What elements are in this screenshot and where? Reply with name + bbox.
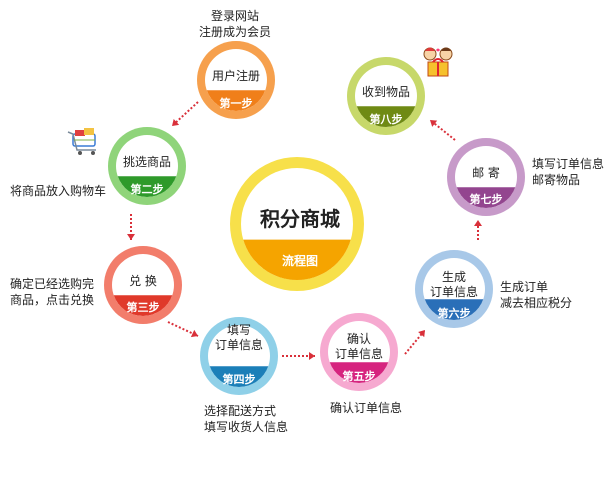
step-3-badge-shape	[113, 295, 173, 316]
step-6-note-line1: 生成订单	[500, 280, 549, 294]
step-3-node	[104, 246, 182, 324]
step-4-name-line2: 订单信息	[214, 338, 263, 352]
step-7-node	[447, 138, 525, 216]
step-2-note: 将商品放入购物车	[10, 184, 107, 198]
step-8-node	[347, 57, 425, 135]
step-6-badge-shape	[424, 299, 484, 320]
arrow-2-to-3	[127, 214, 135, 240]
gift-couple-icon	[423, 47, 453, 77]
step-8-badge: 第八步	[369, 113, 403, 126]
arrow-3-to-4	[167, 321, 199, 338]
hub-subtitle: 流程图	[281, 254, 318, 268]
step-7-name: 邮 寄	[472, 166, 500, 180]
step-7-badge-shape	[456, 187, 516, 209]
step-2-name: 挑选商品	[122, 155, 171, 169]
step-4-note-line2: 填写收货人信息	[204, 420, 289, 434]
step-6-name-line1: 生成	[441, 270, 466, 284]
step-5-badge: 第五步	[342, 370, 376, 383]
step-8-badge-shape	[356, 106, 416, 127]
step-1-note-line2: 注册成为会员	[198, 25, 271, 39]
arrow-7-to-8	[429, 119, 456, 141]
step-5-note: 确认订单信息	[330, 401, 403, 415]
step-4-node	[200, 317, 278, 395]
step-1-node	[197, 41, 275, 119]
step-7-badge: 第七步	[469, 193, 503, 206]
step-1-note-line1: 登录网站	[210, 9, 259, 23]
step-6-name-line2: 订单信息	[429, 285, 478, 299]
step-5-name: 确认 订单信息	[323, 332, 395, 362]
step-4-name: 填写 订单信息	[203, 323, 275, 353]
step-6-note: 生成订单 减去相应税分	[500, 279, 572, 311]
step-5-name-line2: 订单信息	[334, 347, 383, 361]
step-1-name: 用户注册	[211, 69, 260, 83]
step-6-badge: 第六步	[437, 307, 471, 320]
step-4-note: 选择配送方式 填写收货人信息	[204, 403, 288, 435]
step-1-badge: 第一步	[219, 97, 253, 110]
hub-node	[230, 157, 364, 291]
step-2-badge-shape	[117, 176, 177, 197]
step-4-badge-shape	[209, 366, 269, 387]
arrow-1-to-2	[171, 101, 199, 127]
step-7-note-line1: 填写订单信息	[532, 157, 605, 171]
step-3-note-line2: 商品，点击兑换	[10, 293, 95, 307]
step-4-note-line1: 选择配送方式	[204, 404, 277, 418]
step-6-note-line2: 减去相应税分	[500, 296, 573, 310]
step-7-note-line2: 邮寄物品	[532, 173, 581, 187]
hub-badge	[243, 239, 351, 280]
step-1-note: 登录网站 注册成为会员	[180, 8, 290, 40]
step-3-note: 确定已经选购完 商品，点击兑换	[10, 276, 94, 308]
arrow-6-to-7	[474, 220, 482, 240]
step-2-badge: 第二步	[130, 183, 164, 196]
step-5-badge-shape	[329, 362, 389, 383]
step-2-node	[108, 127, 186, 205]
step-4-name-line1: 填写	[226, 323, 251, 337]
step-3-badge: 第三步	[126, 301, 160, 314]
step-8-name: 收到物品	[361, 85, 410, 99]
node-layer	[104, 41, 525, 395]
step-3-name: 兑 换	[129, 274, 157, 288]
step-6-node	[415, 250, 493, 328]
step-1-badge-shape	[206, 90, 266, 112]
step-5-name-line1: 确认	[346, 332, 371, 346]
arrow-5-to-6	[404, 329, 426, 355]
hub-title: 积分商城	[260, 207, 340, 231]
arrow-layer	[127, 101, 482, 360]
step-5-node	[320, 313, 398, 391]
arrow-4-to-5	[282, 352, 315, 360]
step-6-name: 生成 订单信息	[418, 270, 490, 300]
step-3-note-line1: 确定已经选购完	[10, 277, 95, 291]
step-4-badge: 第四步	[222, 373, 256, 386]
shopping-cart-icon	[67, 128, 96, 155]
step-7-note: 填写订单信息 邮寄物品	[532, 156, 604, 188]
